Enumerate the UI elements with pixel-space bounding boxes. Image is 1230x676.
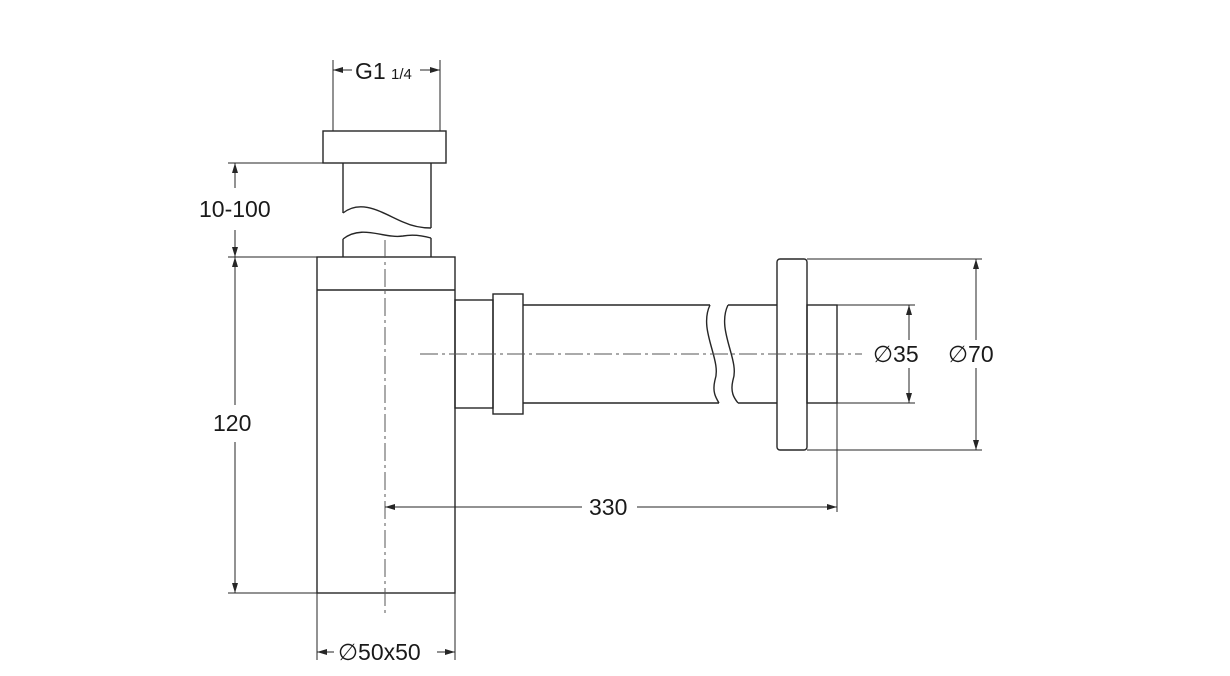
- dimension-body-height: 120: [213, 256, 317, 594]
- dimension-thread: G1 1/4: [332, 58, 441, 131]
- inner-diameter-label: ∅35: [873, 341, 919, 367]
- dimension-inner-diameter: ∅35: [837, 304, 919, 404]
- tail-pipe: [342, 163, 432, 257]
- body-height-label: 120: [213, 410, 251, 436]
- dimension-outer-diameter: ∅70: [807, 258, 994, 451]
- thread-label: G1: [355, 58, 386, 84]
- bottle-body: [316, 256, 456, 594]
- body-size-label: ∅50x50: [338, 639, 421, 665]
- horizontal-pipe: [523, 304, 777, 404]
- thread-nut: [322, 130, 447, 164]
- outer-diameter-label: ∅70: [948, 341, 994, 367]
- center-lines: [384, 240, 862, 615]
- horizontal-length-label: 330: [589, 494, 627, 520]
- dimension-adjustable-height: 10-100: [199, 162, 323, 257]
- dimension-body-size: ∅50x50: [316, 593, 456, 665]
- adjustable-height-label: 10-100: [199, 196, 271, 222]
- dimension-horizontal-length: 330: [385, 403, 838, 520]
- thread-fraction-label: 1/4: [391, 66, 412, 83]
